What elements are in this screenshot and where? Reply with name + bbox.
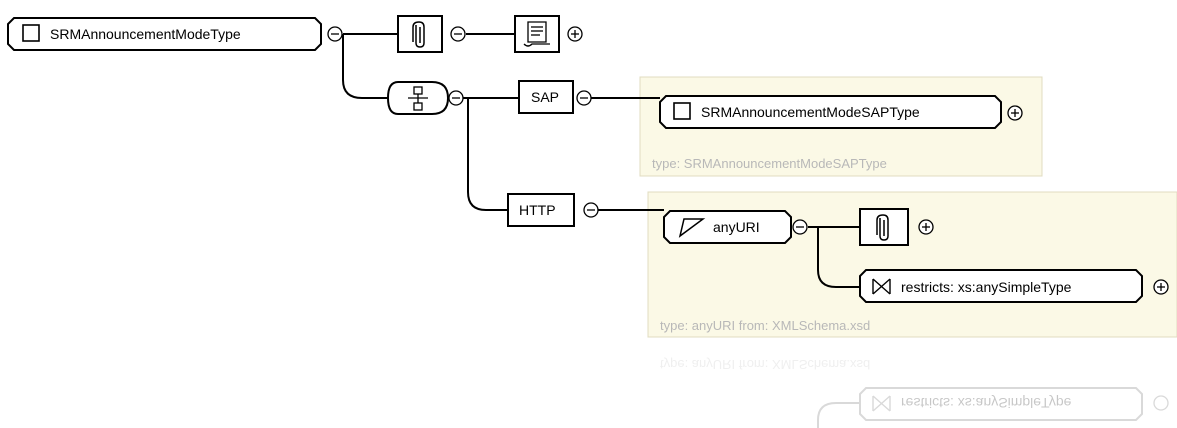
sap-type-expand-button[interactable]: [1007, 105, 1023, 121]
complex-type-icon: [22, 24, 40, 42]
http-collapse-button[interactable]: [583, 202, 599, 218]
anyuri-annotation-node[interactable]: [859, 208, 909, 246]
reflection-restriction-label: restricts: xs:anySimpleType: [901, 395, 1072, 411]
choice-collapse-button[interactable]: [448, 90, 464, 106]
complex-type-icon: [673, 102, 691, 120]
anyuri-annotation-expand-button[interactable]: [918, 219, 934, 235]
http-element-label: HTTP: [519, 202, 556, 218]
restriction-node[interactable]: restricts: xs:anySimpleType: [859, 269, 1143, 303]
sap-collapse-button[interactable]: [576, 90, 592, 106]
root-type-label: SRMAnnouncementModeType: [50, 26, 241, 42]
sap-type-caption: type: SRMAnnouncementModeSAPType: [652, 156, 887, 171]
choice-compositor[interactable]: [386, 81, 450, 115]
root-complex-type[interactable]: SRMAnnouncementModeType: [7, 17, 322, 51]
restriction-expand-button[interactable]: [1153, 279, 1169, 295]
sap-element-label: SAP: [531, 89, 559, 105]
sap-element[interactable]: SAP: [518, 80, 574, 114]
annotation-collapse-button[interactable]: [450, 26, 466, 42]
anyuri-collapse-button[interactable]: [792, 219, 808, 235]
annotation-icon: [412, 21, 425, 48]
documentation-expand-button[interactable]: [567, 26, 583, 42]
connector-lines: [342, 33, 860, 288]
anyuri-type-label: anyURI: [713, 219, 760, 235]
root-collapse-button[interactable]: [327, 26, 343, 42]
sap-type-label: SRMAnnouncementModeSAPType: [701, 104, 920, 120]
sap-complex-type[interactable]: SRMAnnouncementModeSAPType: [659, 95, 1002, 129]
simple-type-icon: [678, 218, 706, 238]
http-element[interactable]: HTTP: [507, 193, 575, 227]
anyuri-simple-type[interactable]: anyURI: [663, 210, 792, 244]
anyuri-type-caption: type: anyURI from: XMLSchema.xsd: [660, 318, 870, 333]
reflection: type: anyURI from: XMLSchema.xsd restric…: [660, 357, 1169, 428]
documentation-node[interactable]: [514, 15, 560, 53]
restriction-icon: [872, 278, 891, 295]
documentation-icon: [523, 21, 550, 47]
reflection-caption: type: anyURI from: XMLSchema.xsd: [660, 357, 870, 372]
choice-compositor-icon: [408, 86, 428, 111]
annotation-icon: [876, 214, 889, 241]
annotation-node[interactable]: [397, 15, 443, 53]
restriction-label: restricts: xs:anySimpleType: [901, 279, 1072, 295]
